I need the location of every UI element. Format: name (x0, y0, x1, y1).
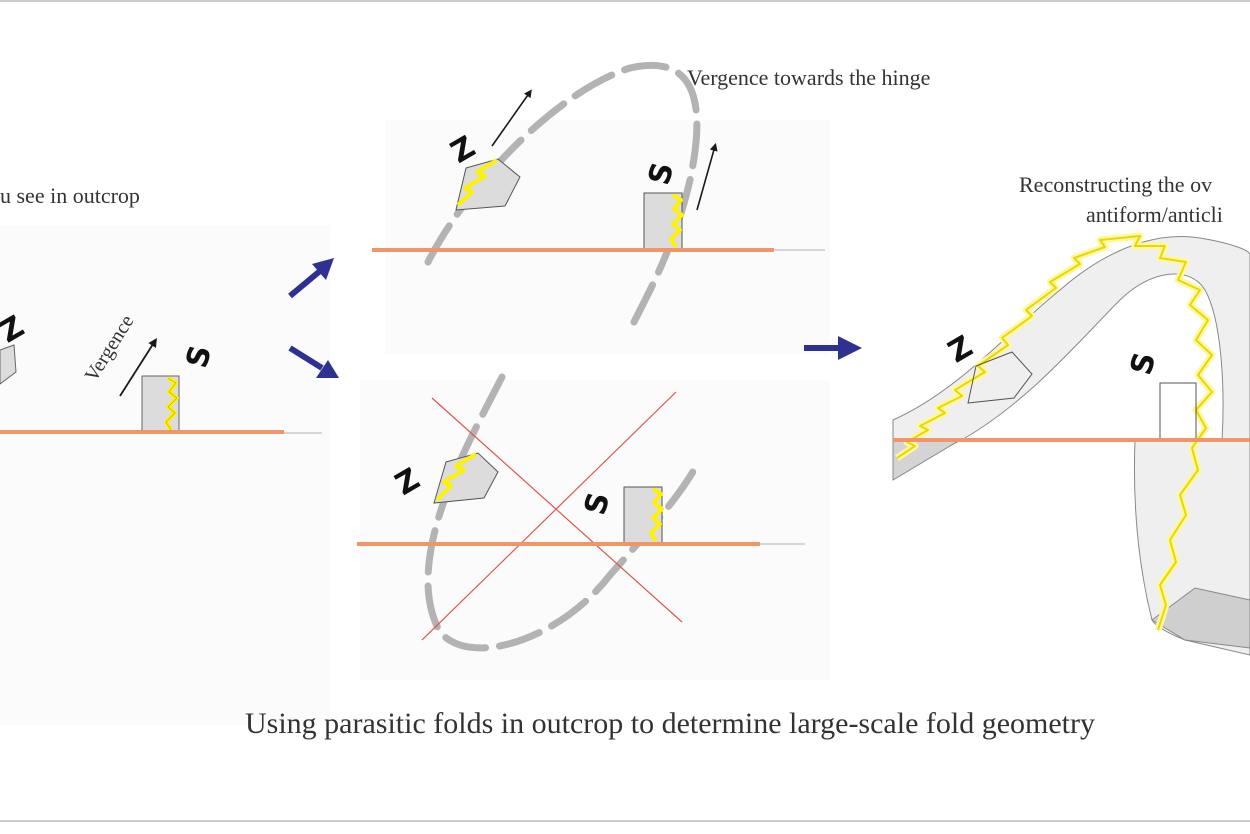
outcrop-vergence-arrow (119, 337, 157, 397)
wrong-cross-line-1 (431, 397, 683, 623)
correct-s-layer (669, 193, 684, 249)
blue-arrows-left (288, 258, 339, 378)
correct-z-layer (456, 158, 499, 207)
reconstruction-s-outline (1159, 382, 1197, 441)
blue-arrow-right (804, 336, 862, 360)
outcrop-z-block (0, 344, 17, 385)
outcrop-panel-bg (0, 225, 330, 725)
reconstruction-z-outline (967, 351, 1033, 404)
reconstruction-s-letter: S (1124, 349, 1163, 379)
figure-caption: Using parasitic folds in outcrop to dete… (245, 707, 1095, 740)
arrow-to-wrong (288, 345, 324, 371)
arrow-to-correct (288, 268, 322, 299)
outcrop-title: u see in outcrop (0, 183, 140, 208)
wrong-s-layer (649, 487, 664, 543)
correct-panel: Vergence towards the hinge Z S (372, 61, 930, 326)
correct-annotation: Vergence towards the hinge (687, 65, 930, 90)
reconstruction-title-line2: antiform/anticli (1086, 202, 1223, 227)
reconstruction-title-line1: Reconstructing the ov (1019, 172, 1212, 197)
correct-panel-bg (385, 120, 830, 355)
antiform-limb-end-face (1151, 587, 1250, 649)
correct-z-arrow (491, 89, 532, 147)
antiform-top-surface (892, 236, 1250, 466)
reconstruction-panel: Reconstructing the ov antiform/anticli Z… (892, 172, 1250, 656)
wrong-cross-line-2 (421, 391, 677, 641)
reconstruction-z-letter: Z (942, 329, 978, 370)
wrong-z-layer (435, 452, 478, 502)
antiform-left-front-face (892, 439, 962, 481)
correct-s-arrow (696, 142, 718, 211)
wrong-panel-bg (360, 380, 830, 680)
